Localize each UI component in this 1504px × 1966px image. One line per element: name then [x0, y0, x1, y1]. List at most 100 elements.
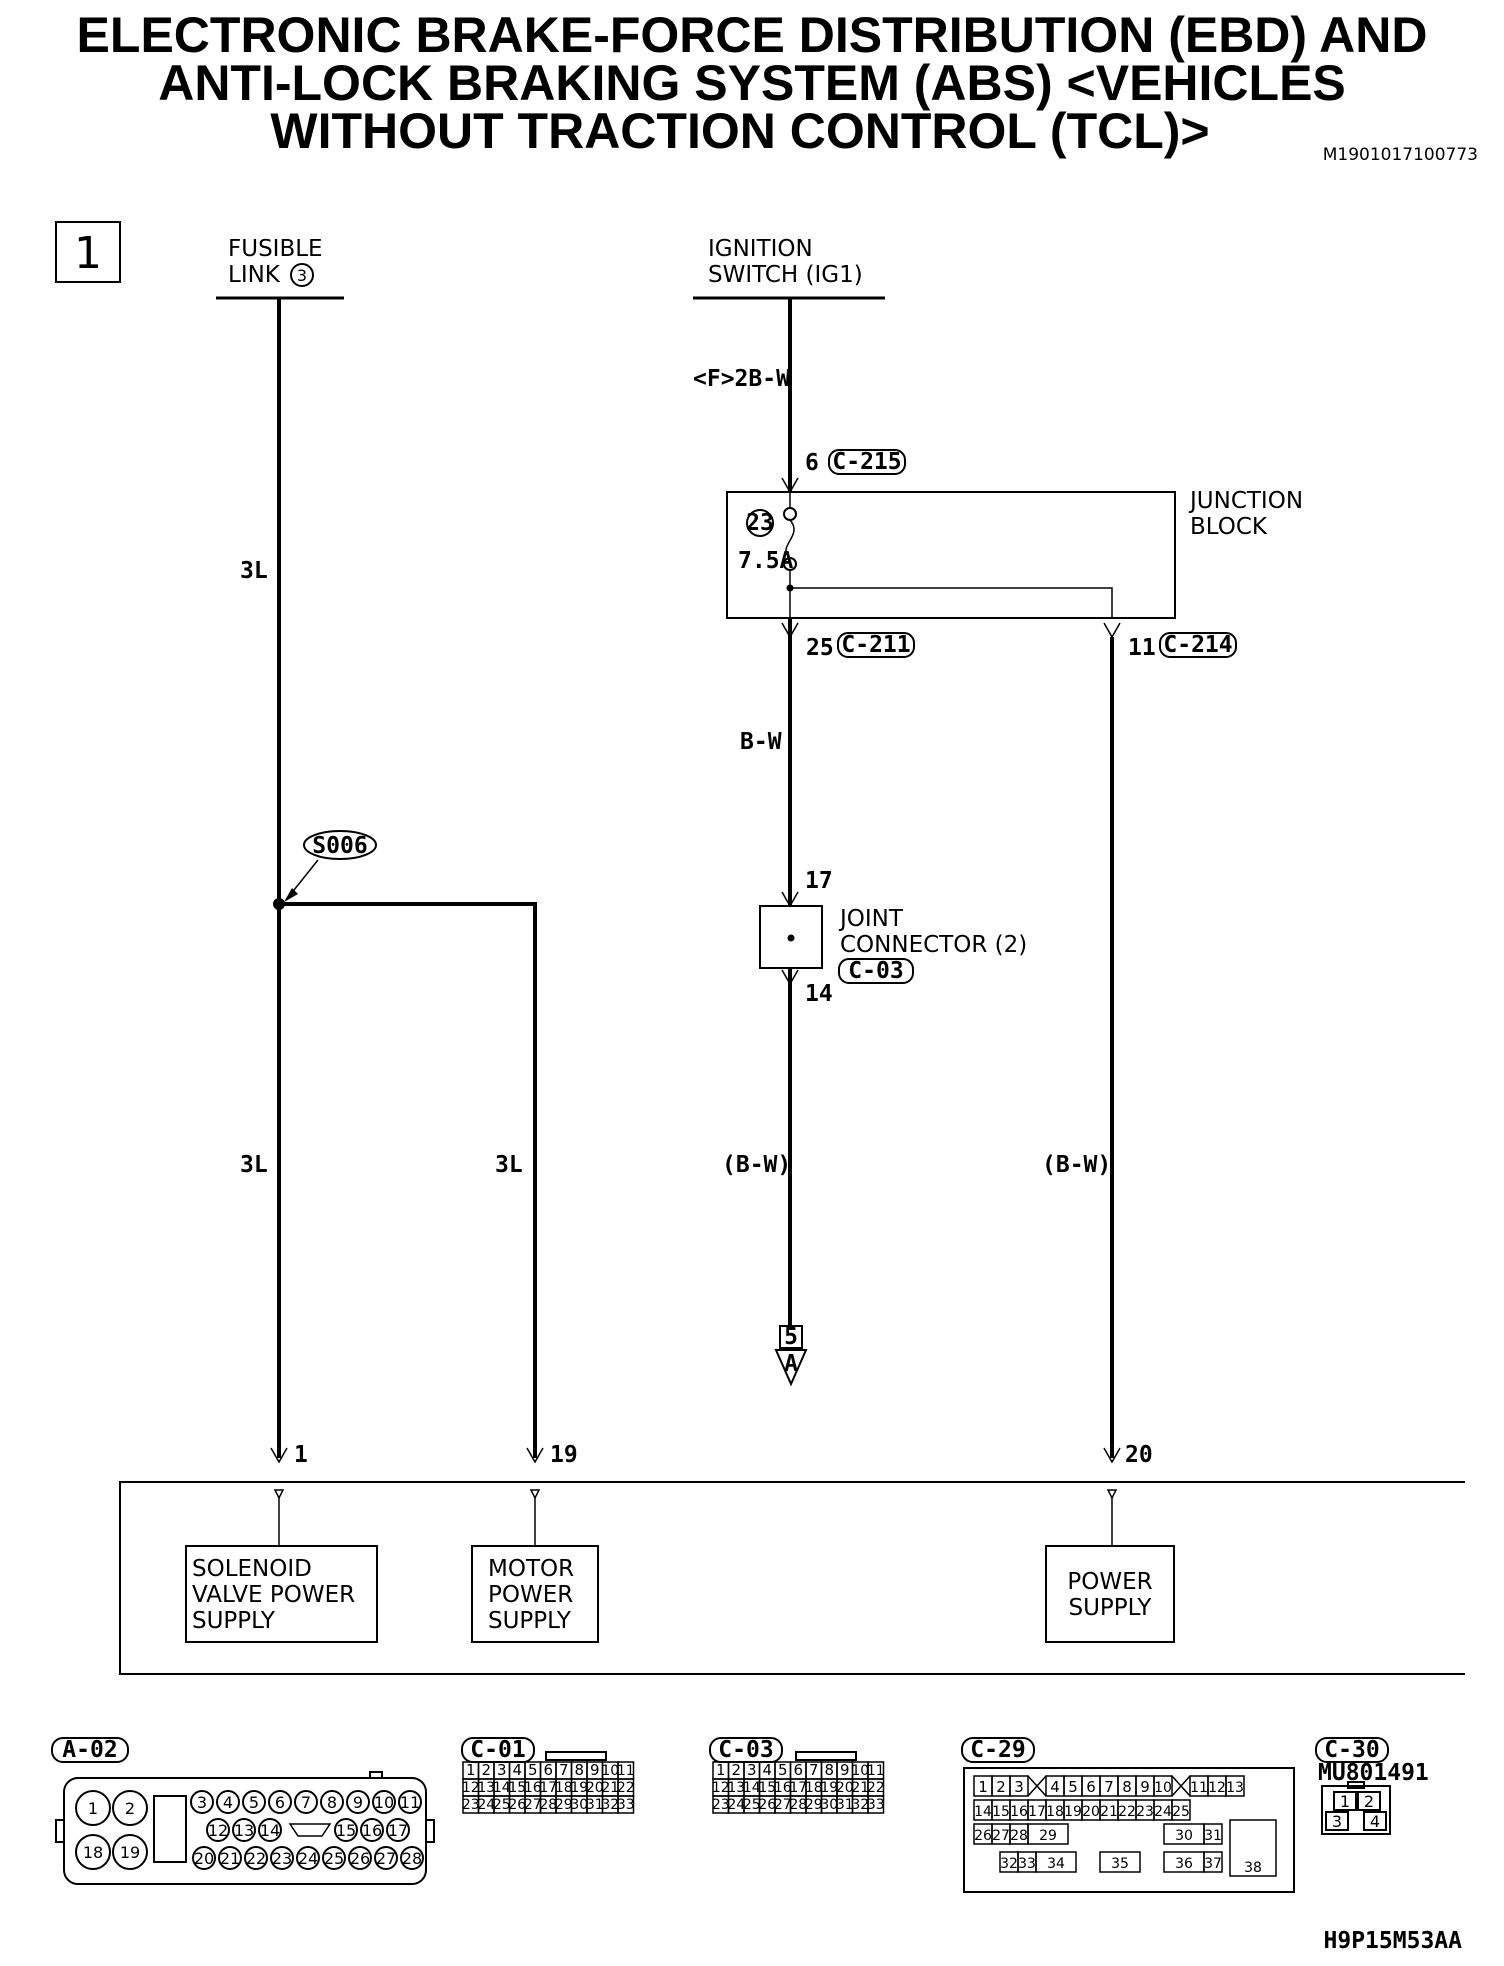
ecu-marker-20: [1106, 1489, 1118, 1500]
jb-internal-branch: [790, 587, 1113, 618]
a02-pin-5: [242, 1790, 266, 1814]
splice-label-oval: [303, 830, 377, 860]
a02-pin-22-label: 22: [246, 1849, 266, 1868]
c03-pin-7-label: 7: [809, 1761, 819, 1779]
c03-pin-30-label: 30: [820, 1797, 838, 1813]
c03-pin-11-label: 11: [867, 1763, 885, 1779]
doc-id: M1901017100773: [1323, 145, 1478, 165]
joint-pin-in: 17: [805, 868, 833, 894]
c30-pin-2: [1357, 1791, 1381, 1811]
a02-pin-16-label: 16: [362, 1821, 382, 1840]
c03-pin-32-label: 32: [851, 1797, 869, 1813]
a02-pin-24: [296, 1846, 320, 1870]
a02-key: [369, 1771, 383, 1779]
a02-pin-25: [322, 1846, 346, 1870]
c03-tag: [838, 958, 914, 984]
c01-label: C-01: [470, 1737, 525, 1763]
c29-pin-34: [1035, 1851, 1077, 1873]
c29-pin-38: [1229, 1819, 1277, 1877]
c29-pin-18-label: 18: [1046, 1804, 1064, 1820]
fuse-number-circle: [746, 509, 774, 537]
junction-block-label-2: BLOCK: [1190, 514, 1268, 540]
c211-tag: [837, 632, 915, 658]
c29-housing: [963, 1767, 1295, 1893]
a02-pin-21-label: 21: [220, 1849, 240, 1868]
c29-pin-11-label: 11: [1190, 1780, 1208, 1796]
a02-tag: [51, 1737, 129, 1763]
fuse-terminal-top: [783, 507, 797, 521]
c03-key: [795, 1751, 857, 1761]
c01-pin-33-label: 33: [617, 1797, 635, 1813]
c29-blocked-cavity-1: [1027, 1775, 1047, 1797]
ecu-marker-1: [273, 1489, 285, 1500]
c30-pin-2-label: 2: [1364, 1792, 1374, 1811]
a02-pin-12: [206, 1818, 230, 1842]
c01-pin-23-label: 23: [462, 1797, 480, 1813]
wire-label-bw: B-W: [740, 729, 782, 755]
ecu-pin-19-arrow: [526, 1447, 544, 1464]
c03-pin-33: [867, 1795, 885, 1814]
c01-pin-4-label: 4: [512, 1761, 522, 1779]
ignition-switch-label-2: SWITCH (IG1): [708, 262, 863, 288]
c29-pin-15-label: 15: [992, 1804, 1010, 1820]
c03-pin-26-label: 26: [758, 1797, 776, 1813]
wire-label-3l-top: 3L: [240, 558, 268, 584]
c01-key: [545, 1751, 607, 1761]
junction-block-label-1: JUNCTION: [1188, 488, 1303, 514]
c01-pin-16-label: 16: [524, 1780, 542, 1796]
c29-pin-19-label: 19: [1064, 1804, 1082, 1820]
c03-pin-14-label: 14: [743, 1780, 761, 1796]
c29-pin-30-label: 30: [1175, 1828, 1193, 1844]
fusible-link-label-1: FUSIBLE: [228, 236, 323, 262]
a02-pin-3: [190, 1790, 214, 1814]
splice-leader: [289, 859, 319, 896]
c01-pin-33: [617, 1795, 635, 1814]
a02-pin-27-label: 27: [376, 1849, 396, 1868]
c03-pin-2-label: 2: [731, 1761, 741, 1779]
c03-face-label: C-03: [718, 1737, 773, 1763]
c03-pin-28-label: 28: [789, 1797, 807, 1813]
c03-pin-5-label: 5: [778, 1761, 788, 1779]
a02-pin-14: [258, 1818, 282, 1842]
c214-label: C-214: [1163, 632, 1232, 658]
c01-pin-19-label: 19: [570, 1780, 588, 1796]
c01-pin-13-label: 13: [477, 1780, 495, 1796]
fuse-rating: 7.5A: [738, 548, 794, 574]
c03-pin-13-label: 13: [727, 1780, 745, 1796]
c29-pin-12-label: 12: [1208, 1780, 1226, 1796]
c03-pin-15-label: 15: [758, 1780, 776, 1796]
ecu-pin-19: 19: [550, 1442, 578, 1468]
c01-pin-21-label: 21: [601, 1780, 619, 1796]
c03-pin-16-label: 16: [774, 1780, 792, 1796]
c29-pin-8-label: 8: [1122, 1778, 1132, 1796]
a02-pin-6: [268, 1790, 292, 1814]
splice-label: S006: [312, 833, 367, 859]
connector-arrow-c214: [1103, 622, 1121, 639]
c01-pin-22-label: 22: [617, 1780, 635, 1796]
c29-pin-36-label: 36: [1175, 1856, 1193, 1872]
c03-pin-25-label: 25: [743, 1797, 761, 1813]
c29-pin-6-label: 6: [1086, 1778, 1096, 1796]
c01-pin-17-label: 17: [539, 1780, 557, 1796]
c30-tag: [1315, 1737, 1389, 1763]
offpage-sheet: 5: [784, 1324, 798, 1350]
c03-pin-27-label: 27: [774, 1797, 792, 1813]
c03-pin-8-label: 8: [824, 1761, 834, 1779]
c29-pin-1-label: 1: [978, 1778, 988, 1796]
c03-pin-33-label: 33: [867, 1797, 885, 1813]
offpage-ref: A: [784, 1351, 798, 1377]
splice-leader-arrow: [284, 888, 298, 902]
c29-pin-13: [1225, 1775, 1245, 1797]
connector-c30: 1 2 3 4: [1321, 1781, 1391, 1835]
a02-pin-1: [75, 1790, 111, 1826]
c29-pin-32-label: 32: [1000, 1856, 1018, 1872]
c03-pin-9-label: 9: [840, 1761, 850, 1779]
a02-pin-7: [294, 1790, 318, 1814]
c29-pin-26-label: 26: [974, 1828, 992, 1844]
power-line-1: POWER: [1067, 1569, 1152, 1595]
c03-pin-22-label: 22: [867, 1780, 885, 1796]
c215-tag: [828, 449, 906, 475]
